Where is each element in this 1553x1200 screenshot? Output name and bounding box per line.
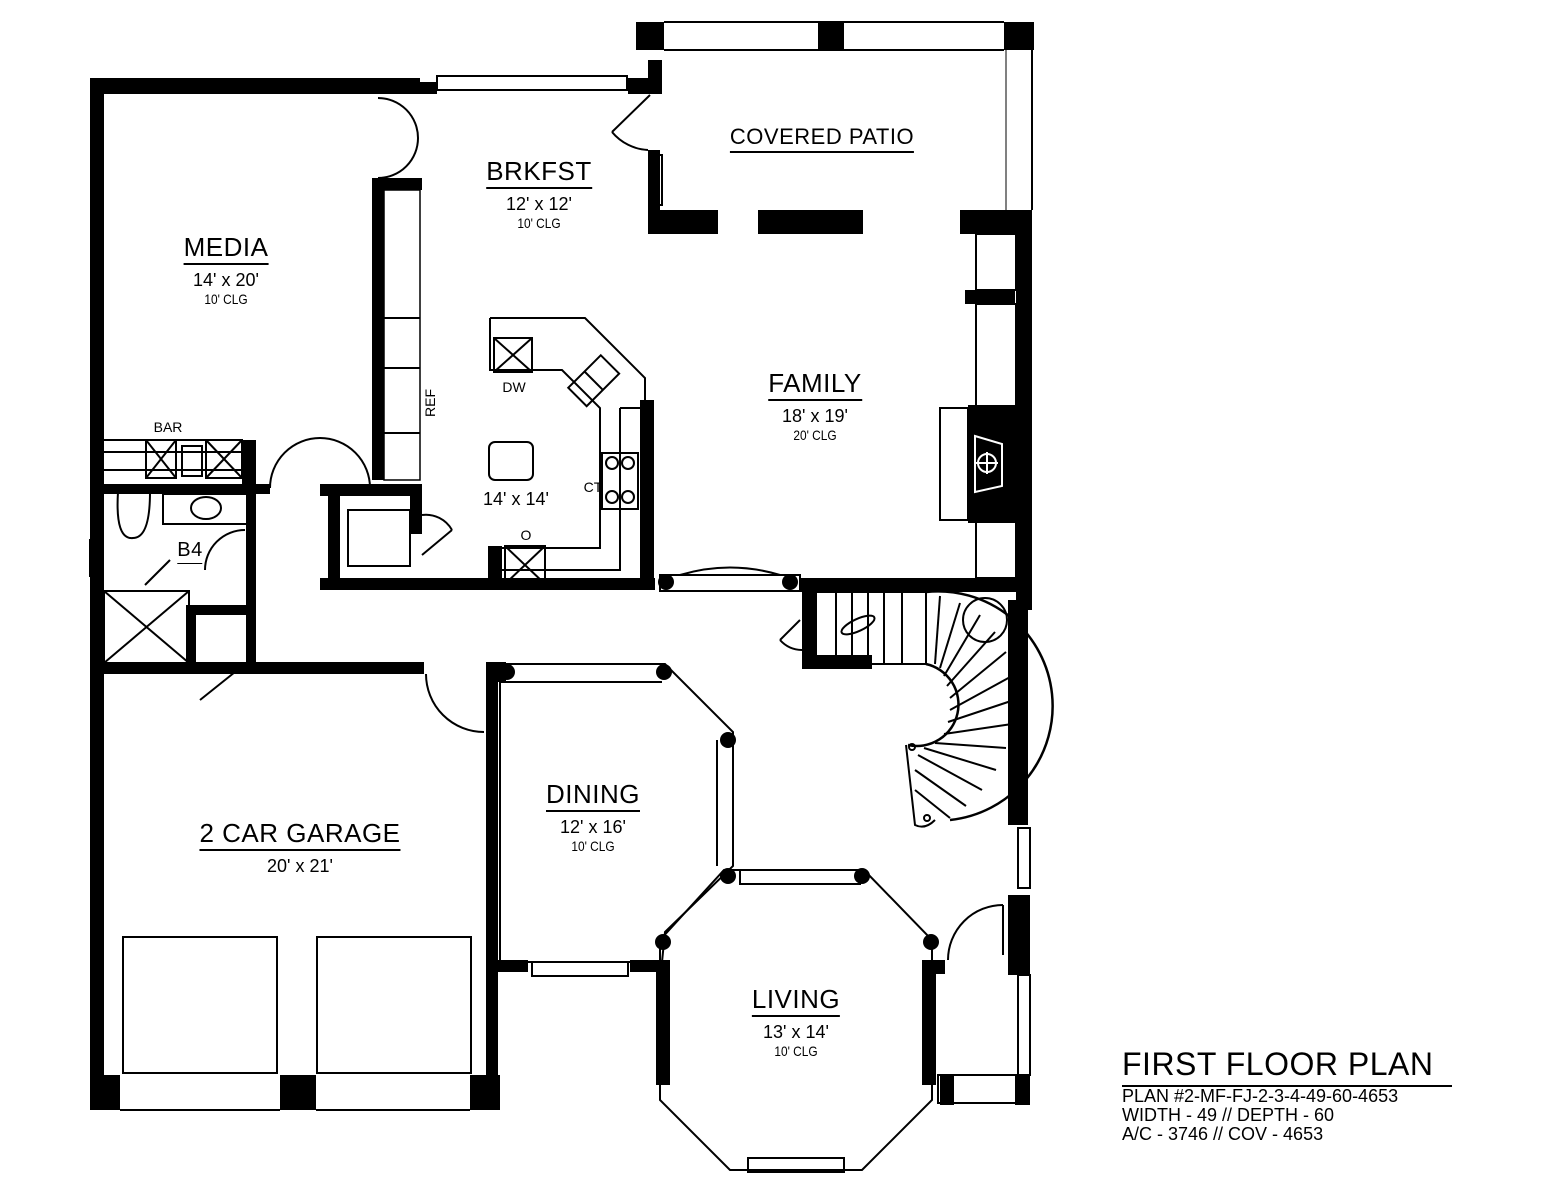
plan-area: A/C - 3746 // COV - 4653 [1122, 1124, 1324, 1144]
fixture-ct-label: CT [583, 479, 603, 495]
room-media: MEDIA 14' x 20' 10' CLG [183, 234, 269, 307]
room-garage: 2 CAR GARAGE 20' x 21' [199, 820, 401, 876]
room-size: 13' x 14' [763, 1022, 829, 1042]
room-size: 12' x 12' [506, 194, 572, 214]
title-block: FIRST FLOOR PLAN PLAN #2-MF-FJ-2-3-4-49-… [1122, 1046, 1452, 1144]
room-size: 12' x 16' [560, 817, 626, 837]
fixture-dw-label: DW [502, 379, 526, 395]
room-name: DINING [546, 781, 640, 812]
room-ceiling: 10' CLG [774, 1043, 818, 1059]
room-ceiling: 10' CLG [204, 291, 248, 307]
fixture-ref-label: REF [422, 389, 438, 417]
plan-number: PLAN #2-MF-FJ-2-3-4-49-60-4653 [1122, 1086, 1399, 1106]
fixture-bar-label: BAR [153, 419, 183, 435]
room-covered-patio: COVERED PATIO [729, 126, 915, 153]
room-ceiling: 10' CLG [571, 838, 615, 854]
plan-title: FIRST FLOOR PLAN [1122, 1046, 1452, 1087]
room-name: LIVING [751, 986, 841, 1017]
plan-dimensions: WIDTH - 49 // DEPTH - 60 [1122, 1105, 1335, 1125]
room-name: COVERED PATIO [729, 126, 915, 153]
room-dining: DINING 12' x 16' 10' CLG [546, 781, 640, 853]
room-name: FAMILY [768, 370, 862, 401]
room-ceiling: 10' CLG [517, 215, 561, 231]
room-family: FAMILY 18' x 19' 20' CLG [768, 370, 862, 442]
room-size: 14' x 14' [483, 489, 549, 509]
fixture-oven-label: O [520, 527, 532, 543]
room-living: LIVING 13' x 14' 10' CLG [751, 986, 841, 1059]
room-size: 14' x 20' [193, 270, 259, 290]
exterior-walls [90, 22, 1034, 1110]
room-bath-b4: B4 [177, 540, 203, 564]
room-name: BRKFST [486, 158, 592, 189]
columns [499, 574, 939, 950]
room-size: 20' x 21' [267, 856, 333, 876]
room-name: MEDIA [183, 234, 269, 265]
room-size: 18' x 19' [782, 406, 848, 426]
room-brkfst: BRKFST 12' x 12' 10' CLG [486, 158, 592, 230]
room-ceiling: 20' CLG [793, 427, 837, 443]
interior-lines [89, 21, 1054, 1173]
room-name: B4 [177, 540, 203, 564]
room-kitchen: 14' x 14' [483, 490, 549, 508]
room-name: 2 CAR GARAGE [199, 820, 401, 851]
